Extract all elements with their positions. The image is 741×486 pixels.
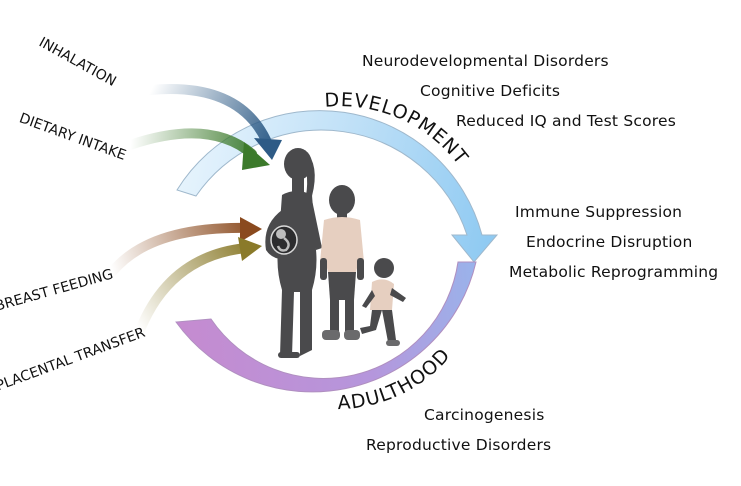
adulthood-arc [175, 261, 477, 393]
pregnant-woman-figure [265, 148, 322, 358]
outcome-cognitive-deficits: Cognitive Deficits [420, 82, 561, 100]
outcome-endocrine-disruption: Endocrine Disruption [526, 233, 693, 251]
outcome-reproductive-disorders: Reproductive Disorders [366, 436, 552, 454]
child-figure [320, 185, 364, 340]
dietary-intake-label: DIETARY INTAKE [17, 110, 128, 163]
placental-transfer-arrow [135, 237, 262, 335]
outcome-neurodevelopmental-disorders: Neurodevelopmental Disorders [362, 52, 609, 70]
outcome-reduced-iq: Reduced IQ and Test Scores [456, 112, 677, 130]
inhalation-arrow [145, 84, 282, 160]
toddler-figure [360, 258, 406, 346]
fetus-icon [270, 225, 298, 255]
placental-transfer-label: PLACENTAL TRANSFER [0, 325, 148, 395]
breast-feeding-label: BREAST FEEDING [0, 266, 115, 314]
inhalation-label: INHALATION [36, 34, 119, 89]
dietary-intake-arrow [125, 128, 270, 170]
outcome-metabolic-reprogramming: Metabolic Reprogramming [509, 263, 719, 281]
development-arc [176, 110, 499, 263]
outcome-carcinogenesis: Carcinogenesis [424, 406, 545, 424]
breast-feeding-arrow [107, 217, 262, 277]
outcome-immune-suppression: Immune Suppression [515, 203, 683, 221]
